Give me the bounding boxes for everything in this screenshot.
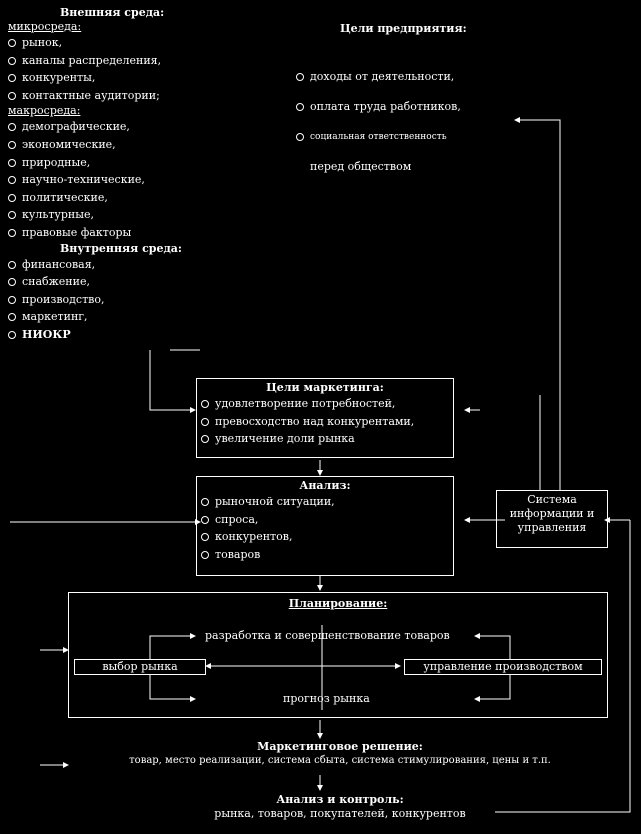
list-item: снабжение, <box>8 273 182 291</box>
bullet-icon <box>8 330 16 339</box>
list-item: производство, <box>8 291 182 309</box>
bullet-icon <box>8 193 16 202</box>
decision-title: Маркетинговое решение: <box>257 740 423 753</box>
plan-right-bracket <box>474 633 511 660</box>
enterprise-goals-title: Цели предприятия: <box>340 22 467 35</box>
list-item: рыночной ситуации, <box>201 493 453 511</box>
info-system-line: Система <box>527 493 577 506</box>
list-item: демографические, <box>8 118 182 136</box>
internal-list: финансовая, снабжение, производство, мар… <box>8 256 182 344</box>
list-item: социальная ответственность <box>296 130 467 144</box>
plan-right-bottom <box>474 674 511 702</box>
list-item: спроса, <box>201 511 453 529</box>
control-text: рынка, товаров, покупателей, конкурентов <box>214 807 466 820</box>
micro-label: микросреда: <box>8 20 82 33</box>
list-item: маркетинг, <box>8 308 182 326</box>
bullet-icon <box>8 158 16 167</box>
planning-box: Планирование: <box>68 592 608 718</box>
bullet-icon <box>8 91 16 100</box>
decision-text: товар, место реализации, система сбыта, … <box>129 755 551 766</box>
bullet-icon <box>201 498 209 506</box>
bullet-icon <box>201 400 209 408</box>
plan-left-bracket <box>149 633 196 660</box>
analysis-title: Анализ: <box>299 479 351 492</box>
bullet-icon <box>8 140 16 149</box>
info-system-box: Система информации и управления <box>496 490 608 548</box>
macro-label: макросреда: <box>8 104 81 118</box>
bullet-icon <box>201 533 209 542</box>
bullet-icon <box>8 228 16 237</box>
control-title: Анализ и контроль: <box>276 793 404 806</box>
bullet-icon <box>8 260 16 269</box>
marketing-goals-title: Цели маркетинга: <box>266 381 384 394</box>
bullet-icon <box>296 132 304 141</box>
bullet-icon <box>296 103 304 111</box>
bullet-icon <box>8 56 16 65</box>
list-item: увеличение доли рынка <box>201 430 453 448</box>
list-item: природные, <box>8 154 182 172</box>
planning-left: выбор рынка <box>74 659 206 675</box>
bullet-icon <box>8 123 16 132</box>
external-environment: Внешняя среда: микросреда: рынок, каналы… <box>8 6 182 344</box>
list-item: культурные, <box>8 206 182 224</box>
analysis-box: Анализ: рыночной ситуации, спроса, конку… <box>196 476 454 576</box>
arrow-sysinfo-to-goals <box>514 117 561 490</box>
list-item: контактные аудитории; <box>8 87 182 105</box>
planning-bottom: прогноз рынка <box>283 692 370 705</box>
bullet-icon <box>8 278 16 287</box>
analysis-list: рыночной ситуации, спроса, конкурентов, … <box>201 493 453 563</box>
bullet-icon <box>8 211 16 220</box>
macro-list: демографические, экономические, природны… <box>8 118 182 241</box>
bullet-icon <box>8 74 16 83</box>
marketing-goals-box: Цели маркетинга: удовлетворение потребно… <box>196 378 454 458</box>
list-item: конкуренты, <box>8 69 182 87</box>
bullet-icon <box>8 39 16 47</box>
list-item: рынок, <box>8 34 182 52</box>
enterprise-goals: Цели предприятия: доходы от деятельности… <box>296 22 467 174</box>
list-item: финансовая, <box>8 256 182 274</box>
external-title: Внешняя среда: <box>60 6 165 19</box>
planning-top: разработка и совершенствование товаров <box>205 629 450 642</box>
bullet-icon <box>8 176 16 185</box>
list-item: превосходство над конкурентами, <box>201 413 453 431</box>
bullet-icon <box>201 435 209 444</box>
info-system-line: управления <box>517 521 587 534</box>
list-item: конкурентов, <box>201 528 453 546</box>
marketing-goals-list: удовлетворение потребностей, превосходст… <box>201 395 453 448</box>
decision-block: Маркетинговое решение: товар, место реал… <box>70 740 610 768</box>
list-item: доходы от деятельности, <box>296 70 467 84</box>
arrow-feedback-right <box>495 520 631 813</box>
bullet-icon <box>201 515 209 524</box>
bullet-icon <box>8 295 16 304</box>
control-block: Анализ и контроль: рынка, товаров, покуп… <box>70 793 610 821</box>
planning-right: управление производством <box>404 659 602 675</box>
internal-title: Внутренняя среда: <box>60 241 182 255</box>
micro-list: рынок, каналы распределения, конкуренты,… <box>8 34 182 104</box>
list-item: каналы распределения, <box>8 52 182 70</box>
bullet-icon <box>201 550 209 559</box>
list-item: удовлетворение потребностей, <box>201 395 453 413</box>
list-item: товаров <box>201 546 453 564</box>
info-system-line: информации и <box>509 507 595 520</box>
list-item: политические, <box>8 189 182 207</box>
bullet-icon <box>201 417 209 426</box>
list-item: НИОКР <box>8 326 182 344</box>
bullet-icon <box>8 313 16 322</box>
arrow-env-to-goals <box>149 350 196 413</box>
bullet-icon <box>296 73 304 81</box>
list-item: оплата труда работников, <box>296 100 467 114</box>
list-item: экономические, <box>8 136 182 154</box>
list-item: правовые факторы <box>8 224 182 242</box>
planning-title: Планирование: <box>288 597 388 610</box>
plan-left-bottom <box>149 674 196 702</box>
enterprise-goals-tail: перед обществом <box>310 160 412 173</box>
list-item: научно-технические, <box>8 171 182 189</box>
